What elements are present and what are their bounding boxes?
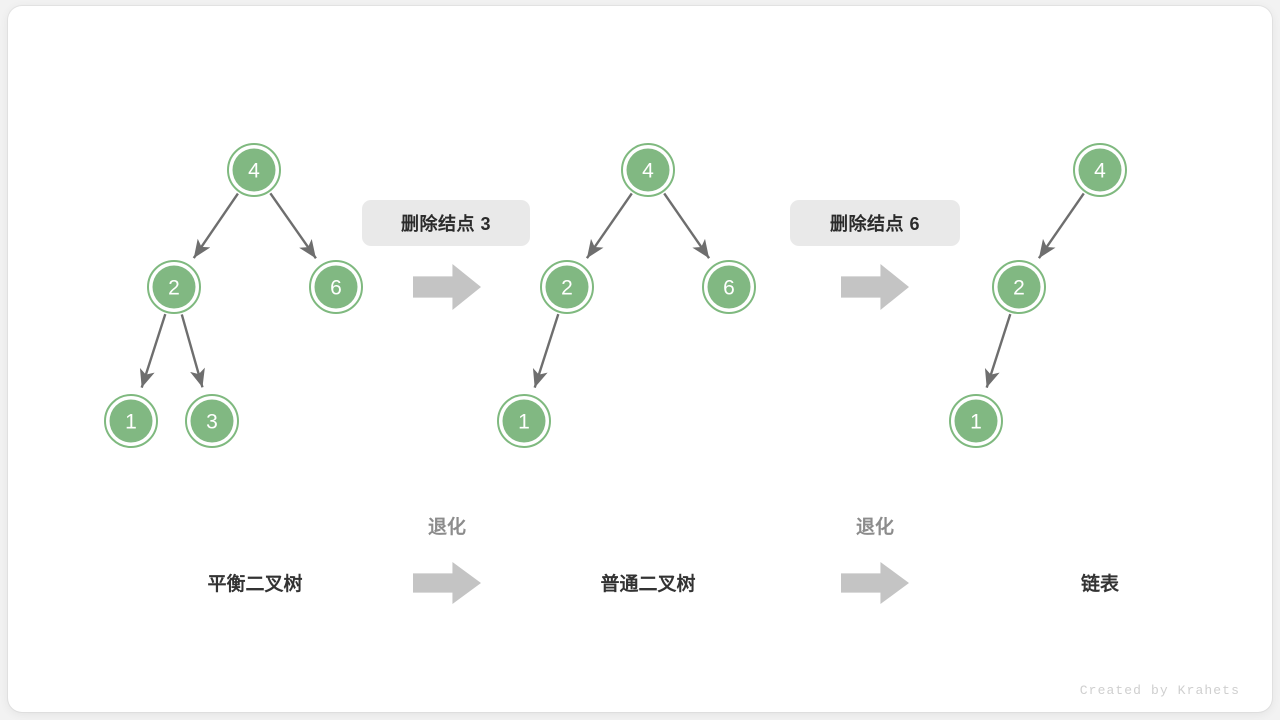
tree-node[interactable]: 2 bbox=[540, 260, 594, 314]
node-fill bbox=[954, 399, 998, 443]
node-fill bbox=[314, 265, 358, 309]
node-value: 1 bbox=[518, 411, 530, 434]
tree-node[interactable]: 3 bbox=[185, 394, 239, 448]
tree-edge bbox=[663, 192, 711, 259]
transition-arrow-icon bbox=[841, 562, 909, 604]
node-fill bbox=[997, 265, 1041, 309]
operation-badge: 删除结点 3 bbox=[362, 200, 530, 246]
node-value: 2 bbox=[1013, 277, 1025, 300]
node-value: 4 bbox=[642, 160, 654, 183]
node-value: 1 bbox=[970, 411, 982, 434]
node-fill bbox=[1078, 148, 1122, 192]
node-value: 6 bbox=[723, 277, 735, 300]
transition-arrow-icon bbox=[841, 264, 909, 310]
node-fill bbox=[190, 399, 234, 443]
tree-diagram-canvas: 4 2 6 1 3 4 2 6 1 4 2 1 bbox=[104, 143, 1127, 604]
tree-node[interactable]: 4 bbox=[621, 143, 675, 197]
tree-node[interactable]: 2 bbox=[992, 260, 1046, 314]
tree-edge bbox=[269, 192, 317, 260]
watermark-credit: Created by Krahets bbox=[1079, 683, 1240, 698]
transition-arrow-icon bbox=[413, 264, 481, 310]
tree-node[interactable]: 6 bbox=[702, 260, 756, 314]
tree-node[interactable]: 1 bbox=[949, 394, 1003, 448]
node-value: 4 bbox=[248, 160, 260, 183]
node-fill bbox=[707, 265, 751, 309]
node-value: 4 bbox=[1094, 160, 1106, 183]
node-value: 3 bbox=[206, 411, 218, 434]
structure-label: 平衡二叉树 bbox=[207, 574, 303, 595]
node-value: 2 bbox=[561, 277, 573, 300]
tree-node[interactable]: 4 bbox=[1073, 143, 1127, 197]
block-arrows-layer bbox=[413, 264, 909, 604]
tree-edge bbox=[180, 314, 205, 388]
degeneration-label: 退化 bbox=[427, 517, 466, 538]
structure-label: 链表 bbox=[1080, 574, 1119, 595]
tree-node[interactable]: 6 bbox=[309, 260, 363, 314]
node-value: 6 bbox=[330, 277, 342, 300]
node-fill bbox=[502, 399, 546, 443]
node-fill bbox=[626, 148, 670, 192]
tree-edge bbox=[585, 192, 633, 259]
transition-arrow-icon bbox=[413, 562, 481, 604]
tree-edge bbox=[532, 313, 560, 389]
tree-edge bbox=[139, 313, 167, 389]
diagram-card: 4 2 6 1 3 4 2 6 1 4 2 1 删除结点 3 删除结点 6 退化 退化 平衡二叉树 普通二叉… bbox=[8, 6, 1272, 712]
tree-edges-layer bbox=[139, 192, 1085, 389]
tree-node[interactable]: 2 bbox=[147, 260, 201, 314]
degeneration-label: 退化 bbox=[855, 517, 894, 538]
node-fill bbox=[152, 265, 196, 309]
node-fill bbox=[545, 265, 589, 309]
operation-badge: 删除结点 6 bbox=[790, 200, 960, 246]
tree-edge bbox=[984, 313, 1012, 389]
tree-node[interactable]: 1 bbox=[104, 394, 158, 448]
node-value: 2 bbox=[168, 277, 180, 300]
tree-edge bbox=[1037, 192, 1085, 259]
tree-node[interactable]: 1 bbox=[497, 394, 551, 448]
tree-node[interactable]: 4 bbox=[227, 143, 281, 197]
node-fill bbox=[232, 148, 276, 192]
structure-label: 普通二叉树 bbox=[600, 574, 696, 595]
tree-edge bbox=[192, 192, 239, 259]
tree-nodes-layer: 4 2 6 1 3 4 2 6 1 4 2 1 bbox=[104, 143, 1127, 448]
node-value: 1 bbox=[125, 411, 137, 434]
node-fill bbox=[109, 399, 153, 443]
